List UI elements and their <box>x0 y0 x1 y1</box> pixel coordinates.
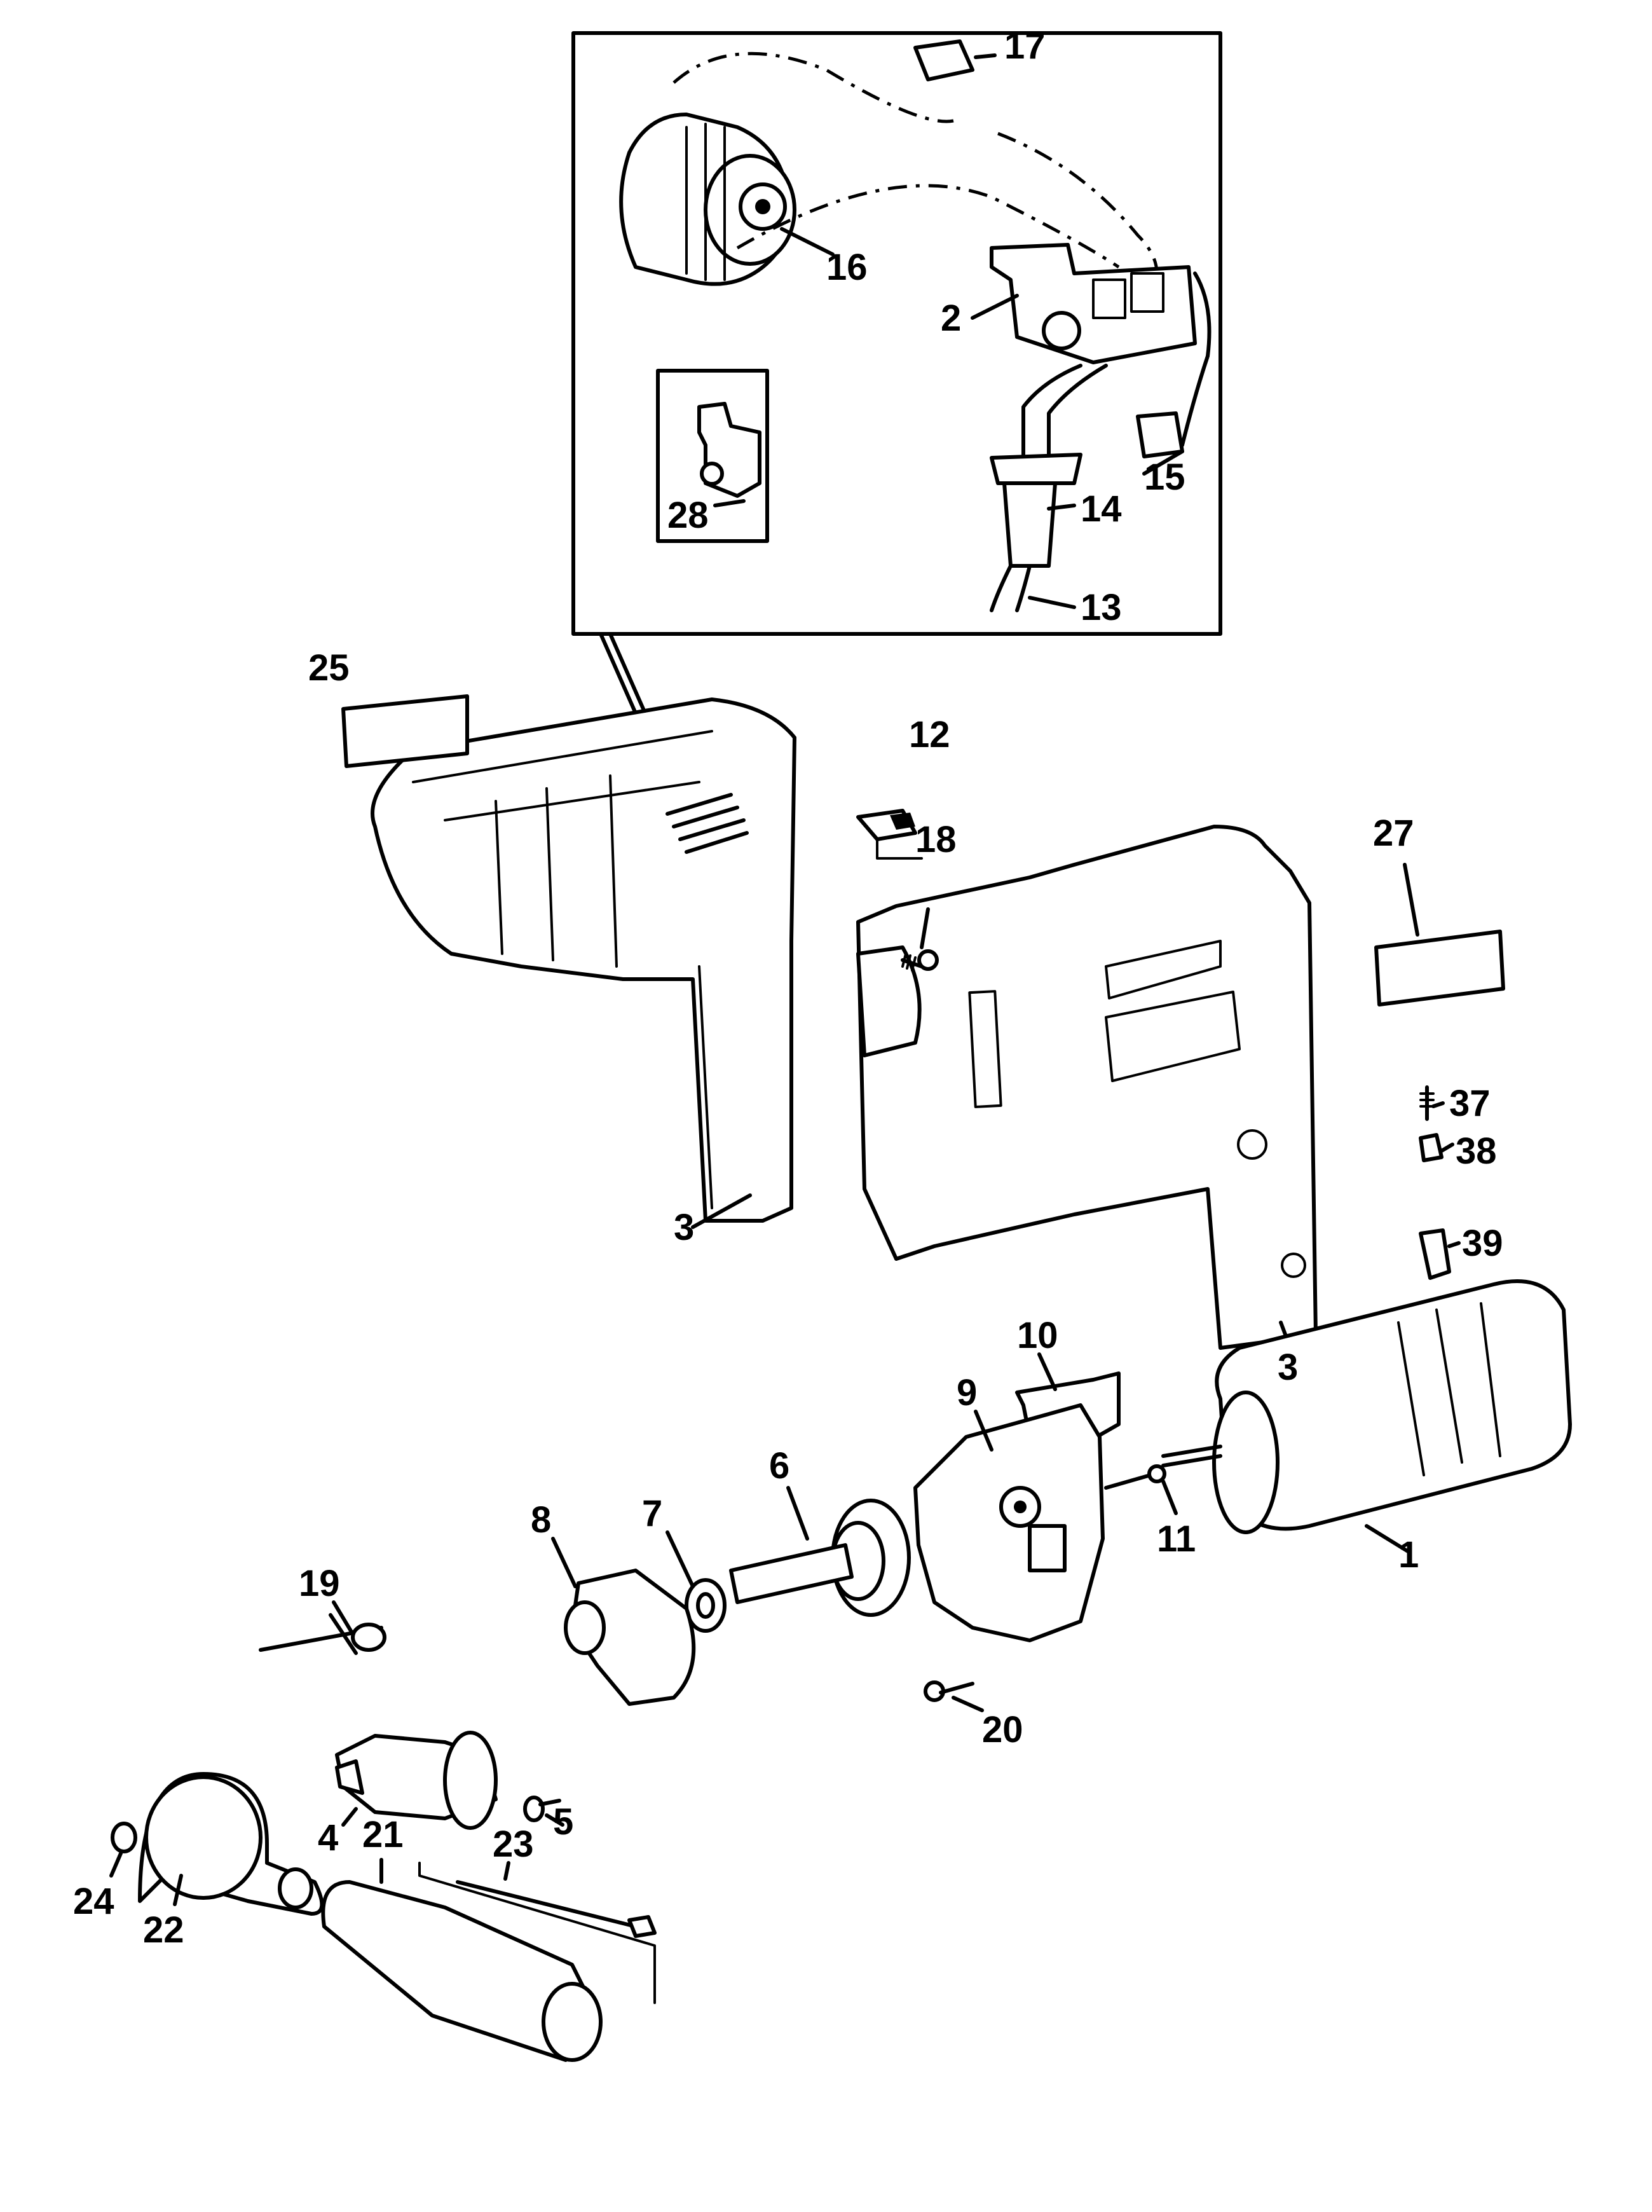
part-labels: 17 16 2 15 14 13 28 25 12 18 27 3 3 37 3… <box>73 25 1503 1951</box>
label-38: 38 <box>1456 1130 1497 1172</box>
label-15: 15 <box>1144 457 1185 498</box>
label-9: 9 <box>957 1372 977 1413</box>
label-27: 27 <box>1373 813 1414 854</box>
label-19: 19 <box>299 1563 340 1604</box>
part-24-nut <box>111 1822 137 1853</box>
inset-frame <box>571 31 1222 636</box>
label-24: 24 <box>73 1881 114 1922</box>
label-39: 39 <box>1462 1223 1503 1264</box>
part-3-left-housing <box>371 697 796 1223</box>
part-17-suppressor <box>913 39 974 81</box>
label-7: 7 <box>642 1493 662 1534</box>
part-27-label <box>1374 930 1505 1006</box>
label-37: 37 <box>1449 1083 1491 1124</box>
part-23-bolt <box>418 1862 657 2004</box>
label-13: 13 <box>1081 587 1122 628</box>
part-14-cord-protector <box>990 453 1082 568</box>
part-38-brush <box>1419 1133 1444 1162</box>
label-4: 4 <box>318 1817 338 1858</box>
part-15-capacitor <box>1136 411 1184 458</box>
inset-motor <box>619 113 796 286</box>
label-1: 1 <box>1398 1534 1419 1576</box>
label-6: 6 <box>769 1445 789 1487</box>
label-17: 17 <box>1004 25 1046 67</box>
label-28: 28 <box>667 495 709 536</box>
label-21: 21 <box>362 1814 404 1855</box>
label-5: 5 <box>553 1801 573 1843</box>
part-9-gear-case <box>913 1403 1105 1642</box>
part-21-grip <box>321 1880 603 2062</box>
part-25-label <box>341 694 469 768</box>
part-1-motor <box>1161 1279 1572 1534</box>
part-5-screw <box>523 1796 561 1822</box>
sub-inset-frame-box <box>656 369 769 543</box>
part-22-handle-clamp <box>138 1772 324 1916</box>
label-12: 12 <box>909 714 950 755</box>
label-16: 16 <box>826 247 868 288</box>
label-11: 11 <box>1157 1518 1196 1560</box>
label-3-right: 3 <box>1278 1347 1298 1388</box>
part-6-gear-spindle <box>729 1499 911 1617</box>
part-7-washer <box>685 1578 727 1633</box>
part-11-screw <box>1104 1464 1166 1490</box>
part-4-chuck <box>335 1731 498 1830</box>
label-2: 2 <box>941 298 961 339</box>
wiring-inset <box>571 31 1222 975</box>
part-19-chuck-key <box>259 1613 386 1655</box>
part-12-selector <box>856 809 917 841</box>
label-3-left: 3 <box>674 1207 694 1248</box>
label-8: 8 <box>531 1499 551 1541</box>
label-10: 10 <box>1017 1315 1058 1356</box>
part-39-clip <box>1419 1228 1451 1280</box>
label-22: 22 <box>143 1909 184 1951</box>
part-28-switch-detail <box>697 402 761 498</box>
vent-slots <box>666 793 749 854</box>
part-8-bearing-plate <box>564 1569 696 1706</box>
label-14: 14 <box>1081 488 1122 530</box>
label-18: 18 <box>915 819 957 860</box>
part-3-right-housing <box>856 825 1318 1350</box>
label-25: 25 <box>308 647 350 689</box>
part-37-spring <box>1419 1085 1435 1121</box>
label-23: 23 <box>493 1824 534 1865</box>
part-18-screw <box>901 949 939 972</box>
part-20-screw <box>924 1680 974 1702</box>
part-2-switch <box>990 243 1197 364</box>
label-20: 20 <box>982 1709 1023 1750</box>
